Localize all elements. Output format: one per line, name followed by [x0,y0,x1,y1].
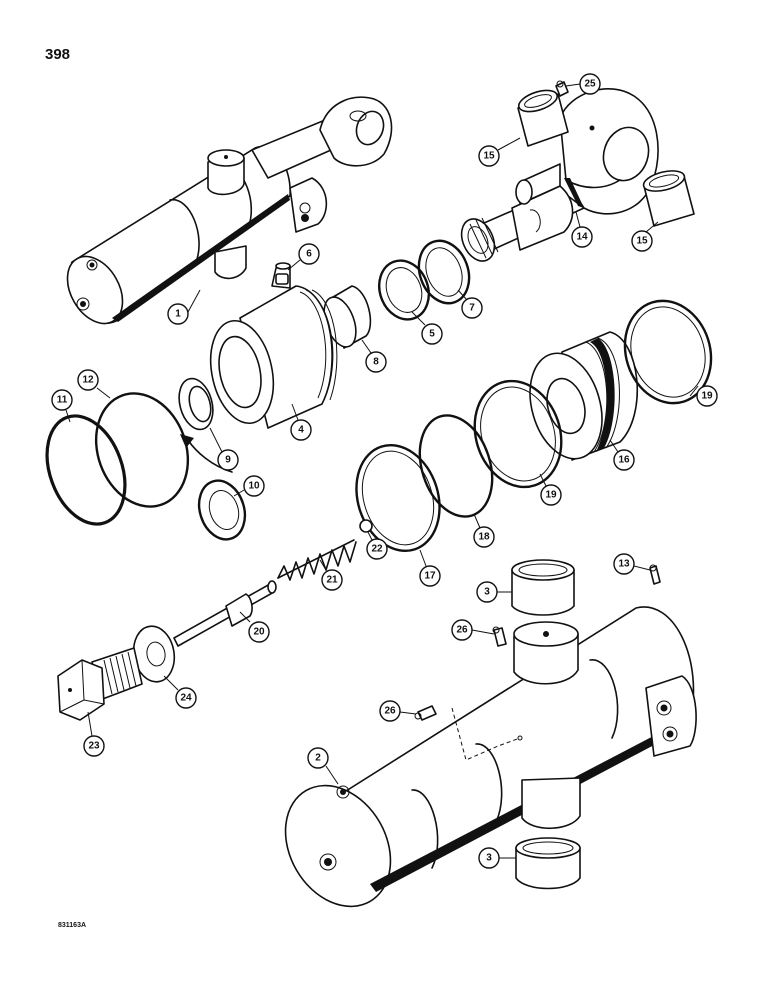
callout-25: 25 [565,73,601,95]
callout-11: 11 [51,389,73,423]
callout-9: 9 [209,427,239,471]
callout-10: 10 [233,475,265,497]
part-bushing-15-lower [642,170,695,227]
callout-16: 16 [609,439,635,471]
svg-text:21: 21 [326,575,338,586]
part-wear-ring-8 [323,285,372,349]
svg-text:3: 3 [486,853,492,864]
part-piston-ring-17 [355,443,441,553]
callout-24: 24 [163,675,197,709]
callout-20: 20 [239,611,270,643]
part-seal-5 [378,259,430,321]
part-seal-7 [417,239,471,305]
svg-text:7: 7 [469,303,475,314]
callout-15b: 15 [631,221,659,252]
callout-19b: 19 [539,473,562,506]
svg-text:15: 15 [483,151,495,162]
callout-8: 8 [361,339,387,373]
part-cylinder-barrel-2 [284,606,697,908]
callout-3a: 3 [476,581,512,603]
svg-text:18: 18 [478,532,490,543]
callout-4: 4 [290,403,312,441]
part-piston-rod [460,87,659,262]
part-rod-seal-9 [178,377,214,431]
svg-text:11: 11 [57,395,68,406]
svg-text:15: 15 [636,236,648,247]
part-piston-seal-18 [418,414,494,518]
svg-text:1: 1 [175,309,181,320]
part-bushing-3-lower [515,837,581,890]
svg-text:8: 8 [373,357,379,368]
svg-text:19: 19 [701,391,713,402]
callout-14: 14 [571,211,593,248]
callout-13: 13 [613,553,651,575]
callout-2: 2 [307,747,339,785]
svg-text:26: 26 [456,625,468,636]
svg-text:26: 26 [384,706,396,717]
part-o-ring-11 [45,414,127,526]
svg-text:24: 24 [180,693,192,704]
callout-12: 12 [77,369,111,399]
part-backup-ring-12 [94,392,190,508]
part-spring-21 [277,539,357,581]
callout-18: 18 [473,513,495,548]
part-set-screw-6 [275,273,289,285]
svg-text:13: 13 [618,559,630,570]
part-grease-fitting-26-lower [414,705,437,721]
svg-text:23: 23 [88,741,100,752]
callout-19a: 19 [689,385,718,407]
svg-text:22: 22 [371,544,383,555]
part-grease-fitting-13 [649,564,661,585]
svg-text:25: 25 [584,79,596,90]
part-grease-fitting-26-upper [492,626,507,647]
svg-text:4: 4 [298,425,304,436]
callout-5: 5 [411,311,443,345]
svg-text:6: 6 [306,249,312,260]
part-wiper-10 [197,479,247,541]
part-bushing-3-upper [511,559,575,616]
svg-text:10: 10 [248,481,260,492]
part-plug-bolt-23 [57,647,143,721]
callout-26a: 26 [451,619,495,641]
callout-23: 23 [83,711,105,757]
callout-6: 6 [287,243,320,271]
part-bushing-15-upper [517,89,569,147]
part-grease-fitting-25 [555,80,569,97]
svg-text:17: 17 [424,571,436,582]
svg-text:14: 14 [576,232,588,243]
part-piston-ring-19-right [623,299,713,405]
svg-text:5: 5 [429,329,435,340]
part-assembled-cylinder [66,96,393,325]
callout-22: 22 [366,531,388,560]
svg-text:20: 20 [253,627,265,638]
drawing-code: 831163A [58,922,87,929]
part-piston-16 [529,331,638,461]
svg-text:16: 16 [618,455,630,466]
svg-text:2: 2 [315,753,321,764]
svg-text:9: 9 [225,455,231,466]
callout-21: 21 [319,559,343,591]
svg-text:12: 12 [82,375,94,386]
svg-text:3: 3 [484,587,490,598]
callout-15a: 15 [478,137,521,167]
callout-1: 1 [167,289,201,325]
svg-text:19: 19 [545,490,557,501]
part-ball-22 [359,519,373,533]
part-cylinder-head-4 [209,262,338,429]
page-number: 398 [45,46,71,63]
callout-3b: 3 [478,847,516,869]
callout-26b: 26 [379,700,417,722]
callout-7: 7 [457,289,483,319]
callout-17: 17 [419,549,441,587]
